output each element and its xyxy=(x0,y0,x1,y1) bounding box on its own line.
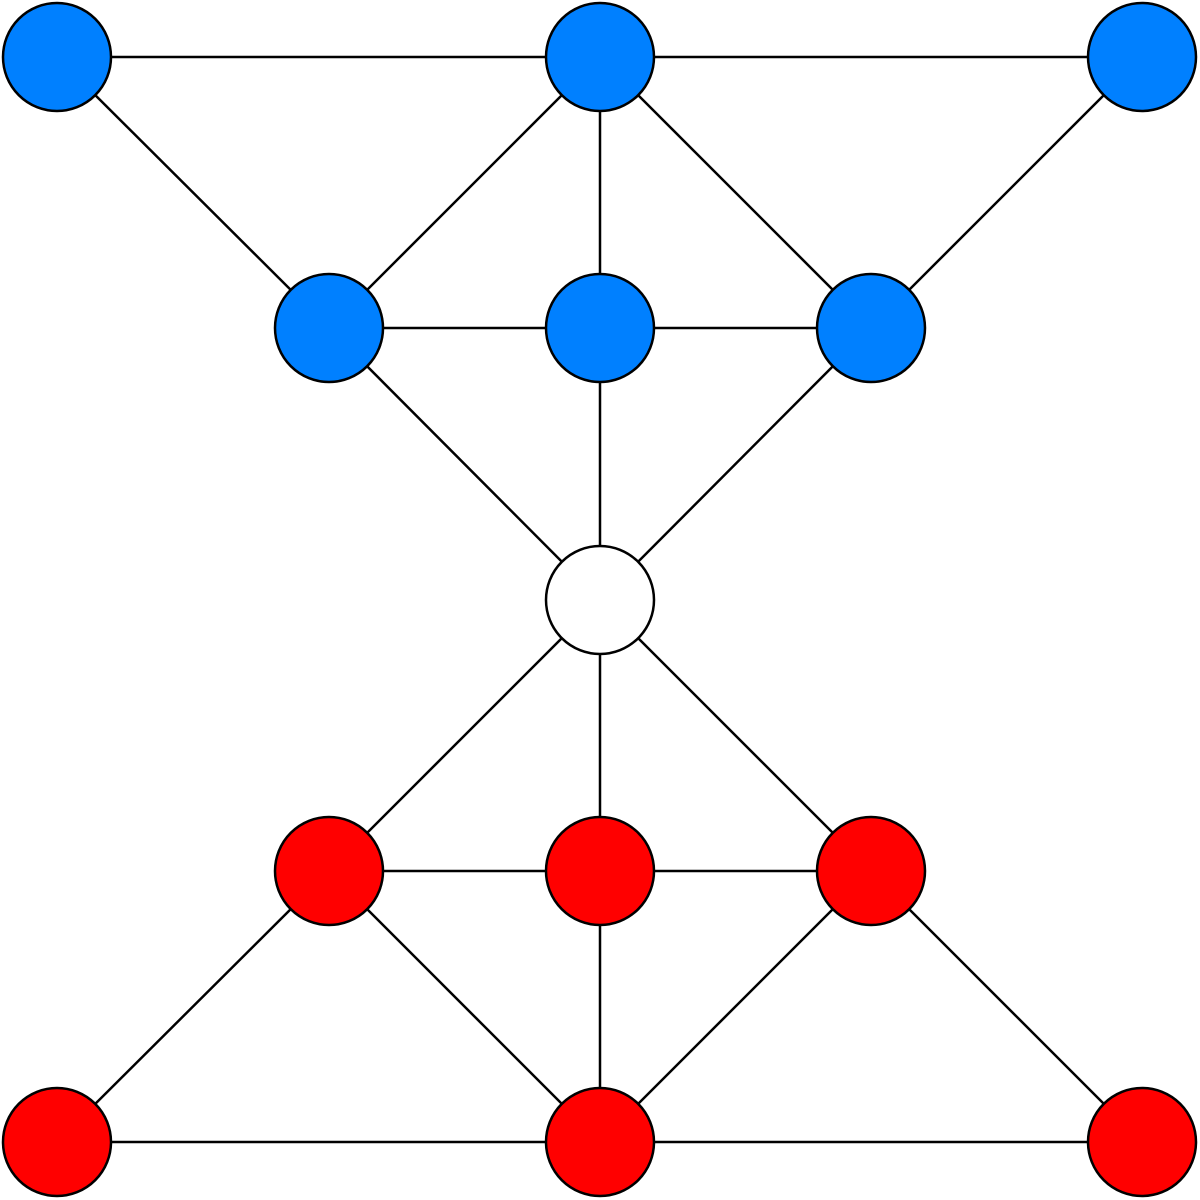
node-b5-blue xyxy=(544,272,656,384)
node-b1-blue xyxy=(1,1,113,113)
edge-b6-c xyxy=(599,327,872,601)
node-r2-red xyxy=(544,1086,656,1198)
edge-b1-b4 xyxy=(56,56,330,329)
node-r1-red xyxy=(1,1086,113,1198)
node-b6-blue xyxy=(815,272,927,384)
node-c-white xyxy=(544,544,656,656)
node-b4-blue xyxy=(273,272,385,384)
edge-b4-c xyxy=(328,327,601,601)
node-r5-red xyxy=(544,815,656,927)
edge-b2-b4 xyxy=(328,56,601,329)
node-b3-blue xyxy=(1086,1,1198,113)
edge-c-r4 xyxy=(328,599,601,872)
edge-r4-r2 xyxy=(328,870,601,1143)
edge-r6-r2 xyxy=(599,870,872,1143)
node-r6-red xyxy=(815,815,927,927)
edge-c-r6 xyxy=(599,599,872,872)
node-r3-red xyxy=(1086,1086,1198,1198)
edge-b3-b6 xyxy=(870,56,1143,329)
edge-r4-r1 xyxy=(56,870,330,1143)
edge-r6-r3 xyxy=(870,870,1143,1143)
node-b2-blue xyxy=(544,1,656,113)
node-r4-red xyxy=(273,815,385,927)
edge-b2-b6 xyxy=(599,56,872,329)
